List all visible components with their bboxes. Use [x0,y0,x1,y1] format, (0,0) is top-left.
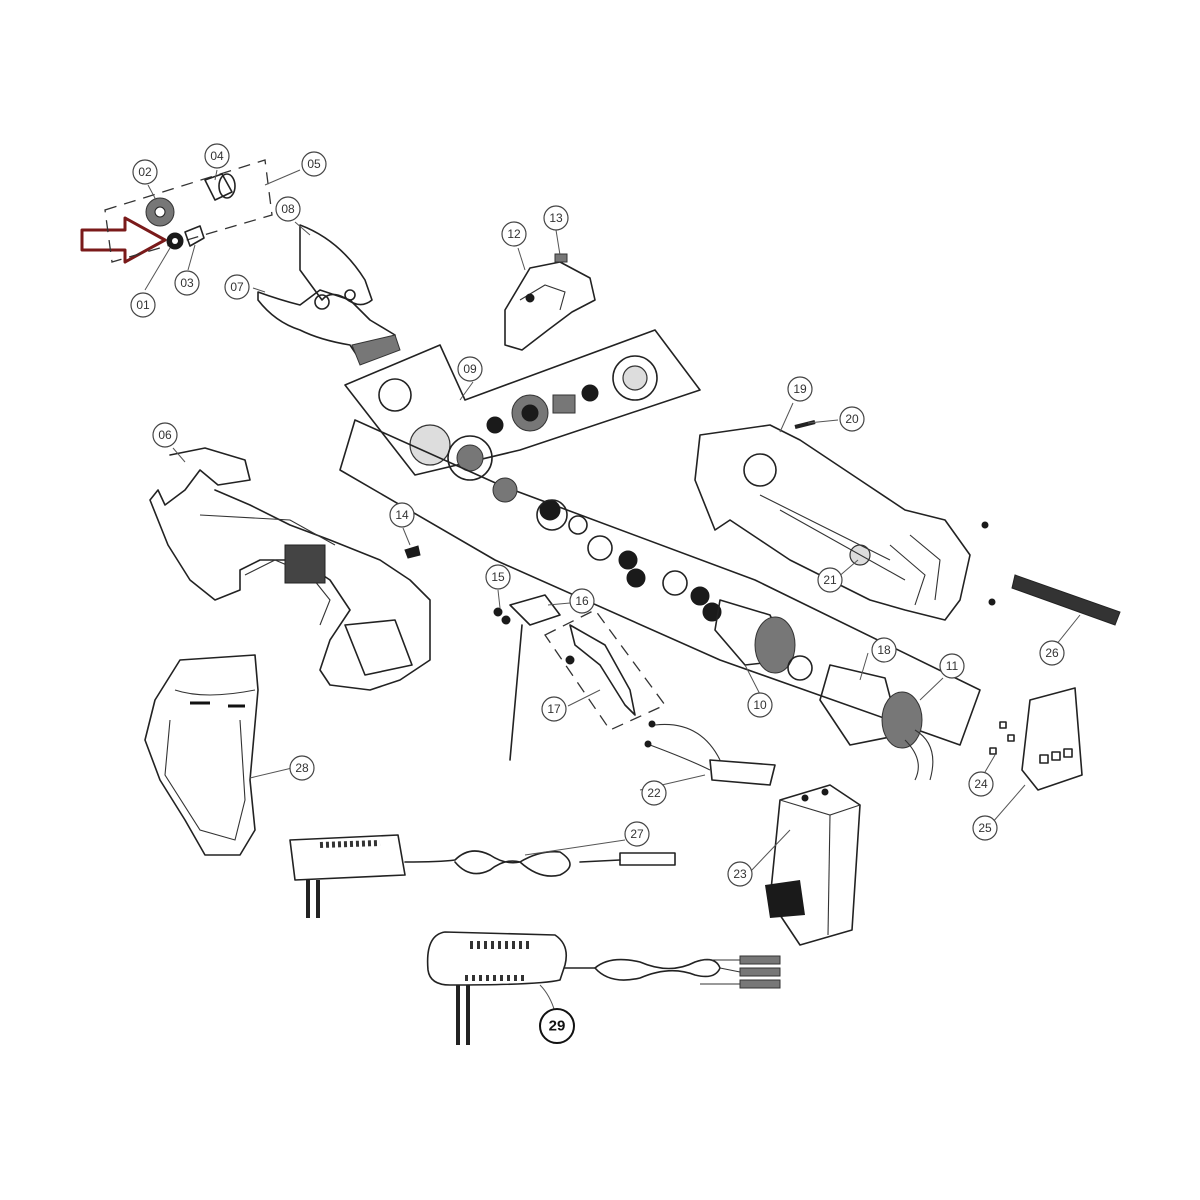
switch-assembly [509,594,666,761]
callout-25: 25 [972,815,998,841]
callout-14-label: 14 [395,508,409,522]
callout-24-label: 24 [974,777,988,791]
callout-26: 26 [1039,640,1065,666]
battery-pack [765,784,861,946]
callout-09-label: 09 [463,362,477,376]
callout-06-label: 06 [158,428,172,442]
callout-29: 29 [539,1008,575,1044]
small-screws [404,545,511,625]
callout-26-label: 26 [1045,646,1059,660]
callout-13-label: 13 [549,211,563,225]
circuit-board [644,720,776,786]
callout-28: 28 [289,755,315,781]
callout-25-label: 25 [978,821,992,835]
callout-18: 18 [871,637,897,663]
cover-plate [989,687,1083,791]
callout-13: 13 [543,205,569,231]
callout-17-label: 17 [547,702,561,716]
callout-04: 04 [204,143,230,169]
callout-27-label: 27 [630,827,644,841]
callout-22: 22 [641,780,667,806]
left-housing [149,447,431,691]
callout-20-label: 20 [845,412,859,426]
callout-21: 21 [817,567,843,593]
right-housing [694,420,996,621]
callout-20: 20 [839,406,865,432]
callout-08: 08 [275,196,301,222]
callout-04-label: 04 [210,149,224,163]
callout-15: 15 [485,564,511,590]
callout-07-label: 07 [230,280,244,294]
callout-03-label: 03 [180,276,194,290]
callout-12: 12 [501,221,527,247]
callout-06: 06 [152,422,178,448]
callout-09: 09 [457,356,483,382]
callout-23-label: 23 [733,867,747,881]
callout-19-label: 19 [793,382,807,396]
callout-24: 24 [968,771,994,797]
callout-02: 02 [132,159,158,185]
callout-01: 01 [130,292,156,318]
callout-05: 05 [301,151,327,177]
upper-cover [504,253,596,351]
callout-01-label: 01 [136,298,150,312]
callout-22-label: 22 [647,786,661,800]
callout-08-label: 08 [281,202,295,216]
charger-adapter [289,834,676,918]
blade-bolt-set [104,159,273,263]
callout-27: 27 [624,821,650,847]
callout-05-label: 05 [307,157,321,171]
callout-10: 10 [747,692,773,718]
callout-16-label: 16 [575,594,589,608]
callout-11-label: 11 [946,659,959,673]
callout-14: 14 [389,502,415,528]
callout-23: 23 [727,861,753,887]
callout-10-label: 10 [753,698,767,712]
motor-frame [339,419,981,781]
gearbox-frame [344,329,701,481]
callout-28-label: 28 [295,761,309,775]
holster [144,654,259,856]
callout-16: 16 [569,588,595,614]
callout-11: 11 [939,653,965,679]
callout-17: 17 [541,696,567,722]
callout-03: 03 [174,270,200,296]
callout-02-label: 02 [138,165,152,179]
callout-12-label: 12 [507,227,521,241]
callout-21-label: 21 [823,573,837,587]
callout-07: 07 [224,274,250,300]
cutting-blades [257,224,401,366]
callout-19: 19 [787,376,813,402]
highlight-arrow-icon [80,216,167,264]
leader-lines [144,169,1081,1013]
callout-15-label: 15 [491,570,505,584]
callout-18-label: 18 [877,643,891,657]
multi-charger-adapter [426,931,781,1045]
callout-29-label: 29 [549,1018,566,1035]
ribbon-cable [1011,574,1121,626]
